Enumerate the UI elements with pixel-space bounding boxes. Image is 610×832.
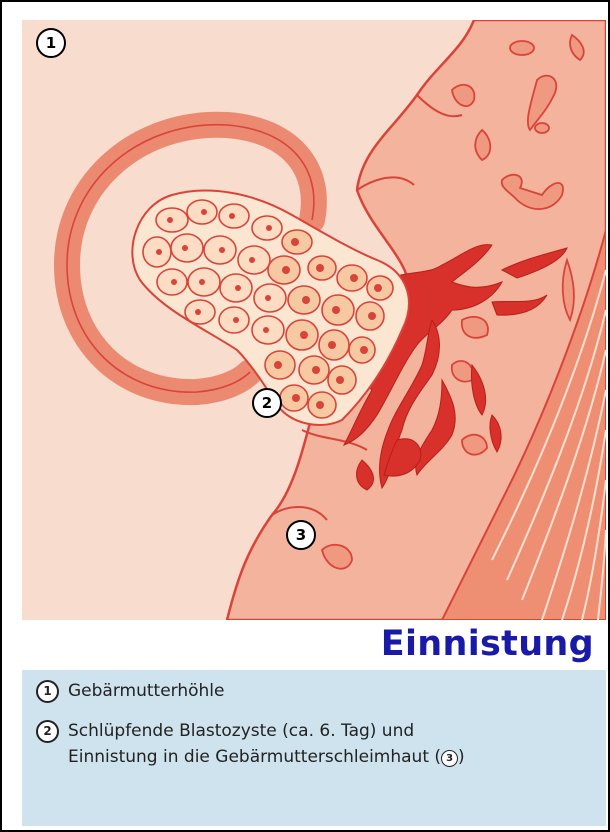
- cell-nucleus: [274, 361, 282, 369]
- cell-nucleus: [156, 249, 162, 255]
- cell-nucleus: [266, 225, 272, 231]
- cell-nucleus: [265, 295, 271, 301]
- implantation-illustration: 1 2 3: [22, 20, 606, 620]
- cell-nucleus: [199, 279, 205, 285]
- cell-nucleus: [328, 341, 336, 349]
- cell-nucleus: [374, 284, 382, 292]
- marker-implantation: 3: [286, 520, 316, 550]
- legend-panel: 1 Gebärmutterhöhle 2 Schlüpfende Blastoz…: [22, 670, 606, 826]
- cell-nucleus: [201, 209, 207, 215]
- legend-text-1: Gebärmutterhöhle: [68, 678, 224, 704]
- legend-item-1: 1 Gebärmutterhöhle: [36, 678, 224, 704]
- cell-nucleus: [350, 274, 358, 282]
- legend-text-2-line1: Schlüpfende Blastozyste (ca. 6. Tag) und: [68, 721, 414, 741]
- cell-nucleus: [316, 401, 324, 409]
- cell-nucleus: [229, 213, 235, 219]
- cell-nucleus: [182, 245, 188, 251]
- cell-nucleus: [312, 366, 320, 374]
- marker-blastocyst: 2: [252, 388, 282, 418]
- legend-ref-number-3: 3: [441, 750, 458, 767]
- cell-nucleus: [282, 266, 290, 274]
- legend-number-2: 2: [36, 720, 59, 743]
- legend-text-2-line2-suffix: ): [458, 747, 465, 767]
- cell-nucleus: [360, 346, 368, 354]
- cell-nucleus: [302, 296, 310, 304]
- legend-number-1: 1: [36, 680, 59, 703]
- cell-nucleus: [195, 309, 201, 315]
- cell-nucleus: [249, 257, 255, 263]
- cell-nucleus: [263, 327, 269, 333]
- cell-nucleus: [316, 264, 324, 272]
- cell-nucleus: [167, 217, 173, 223]
- cell-nucleus: [292, 394, 300, 402]
- cell-nucleus: [233, 317, 239, 323]
- cell-nucleus: [368, 312, 376, 320]
- cell-nucleus: [336, 376, 344, 384]
- cell-nucleus: [332, 306, 340, 314]
- cell-nucleus: [235, 285, 241, 291]
- cell-nucleus: [219, 247, 225, 253]
- cell-nucleus: [171, 279, 177, 285]
- legend-text-2-line2-prefix: Einnistung in die Gebärmutterschleimhaut…: [68, 747, 441, 767]
- cell-nucleus: [300, 331, 308, 339]
- legend-item-2: 2 Schlüpfende Blastozyste (ca. 6. Tag) u…: [36, 718, 465, 770]
- legend-text-2: Schlüpfende Blastozyste (ca. 6. Tag) und…: [68, 718, 465, 770]
- cell-nucleus: [291, 238, 299, 246]
- marker-uterine-cavity: 1: [36, 28, 66, 58]
- figure-title: Einnistung: [381, 624, 594, 664]
